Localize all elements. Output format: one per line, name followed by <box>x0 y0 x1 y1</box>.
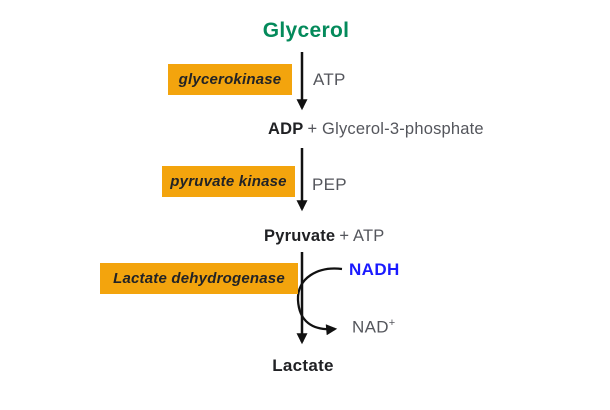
substrate-glycerol: Glycerol <box>262 19 350 42</box>
cofactor-curve-nadh-to-nad <box>296 267 343 336</box>
product-atp: + ATP <box>339 227 385 245</box>
product-pyruvate: Pyruvate <box>264 227 336 245</box>
cofactor-pep-label: PEP <box>312 175 347 194</box>
nad-superscript-plus: + <box>388 317 396 329</box>
cofactor-atp-label: ATP <box>313 70 346 89</box>
nad-base: NAD <box>352 317 389 337</box>
enzyme-lactate-dehydrogenase: Lactate dehydrogenase <box>100 263 298 294</box>
cofactor-nadh-label: NADH <box>349 260 400 279</box>
enzyme-glycerokinase: glycerokinase <box>168 64 292 95</box>
product-pyruvate-atp: Pyruvate+ ATP <box>264 227 385 246</box>
product-g3p: + Glycerol-3-phosphate <box>307 120 484 138</box>
cofactor-nad-plus-label: NAD+ <box>352 317 396 338</box>
product-adp: ADP <box>268 120 304 138</box>
product-adp-g3p: ADP+ Glycerol-3-phosphate <box>268 120 484 139</box>
product-lactate: Lactate <box>272 356 334 375</box>
enzyme-pyruvate-kinase: pyruvate kinase <box>162 166 295 197</box>
